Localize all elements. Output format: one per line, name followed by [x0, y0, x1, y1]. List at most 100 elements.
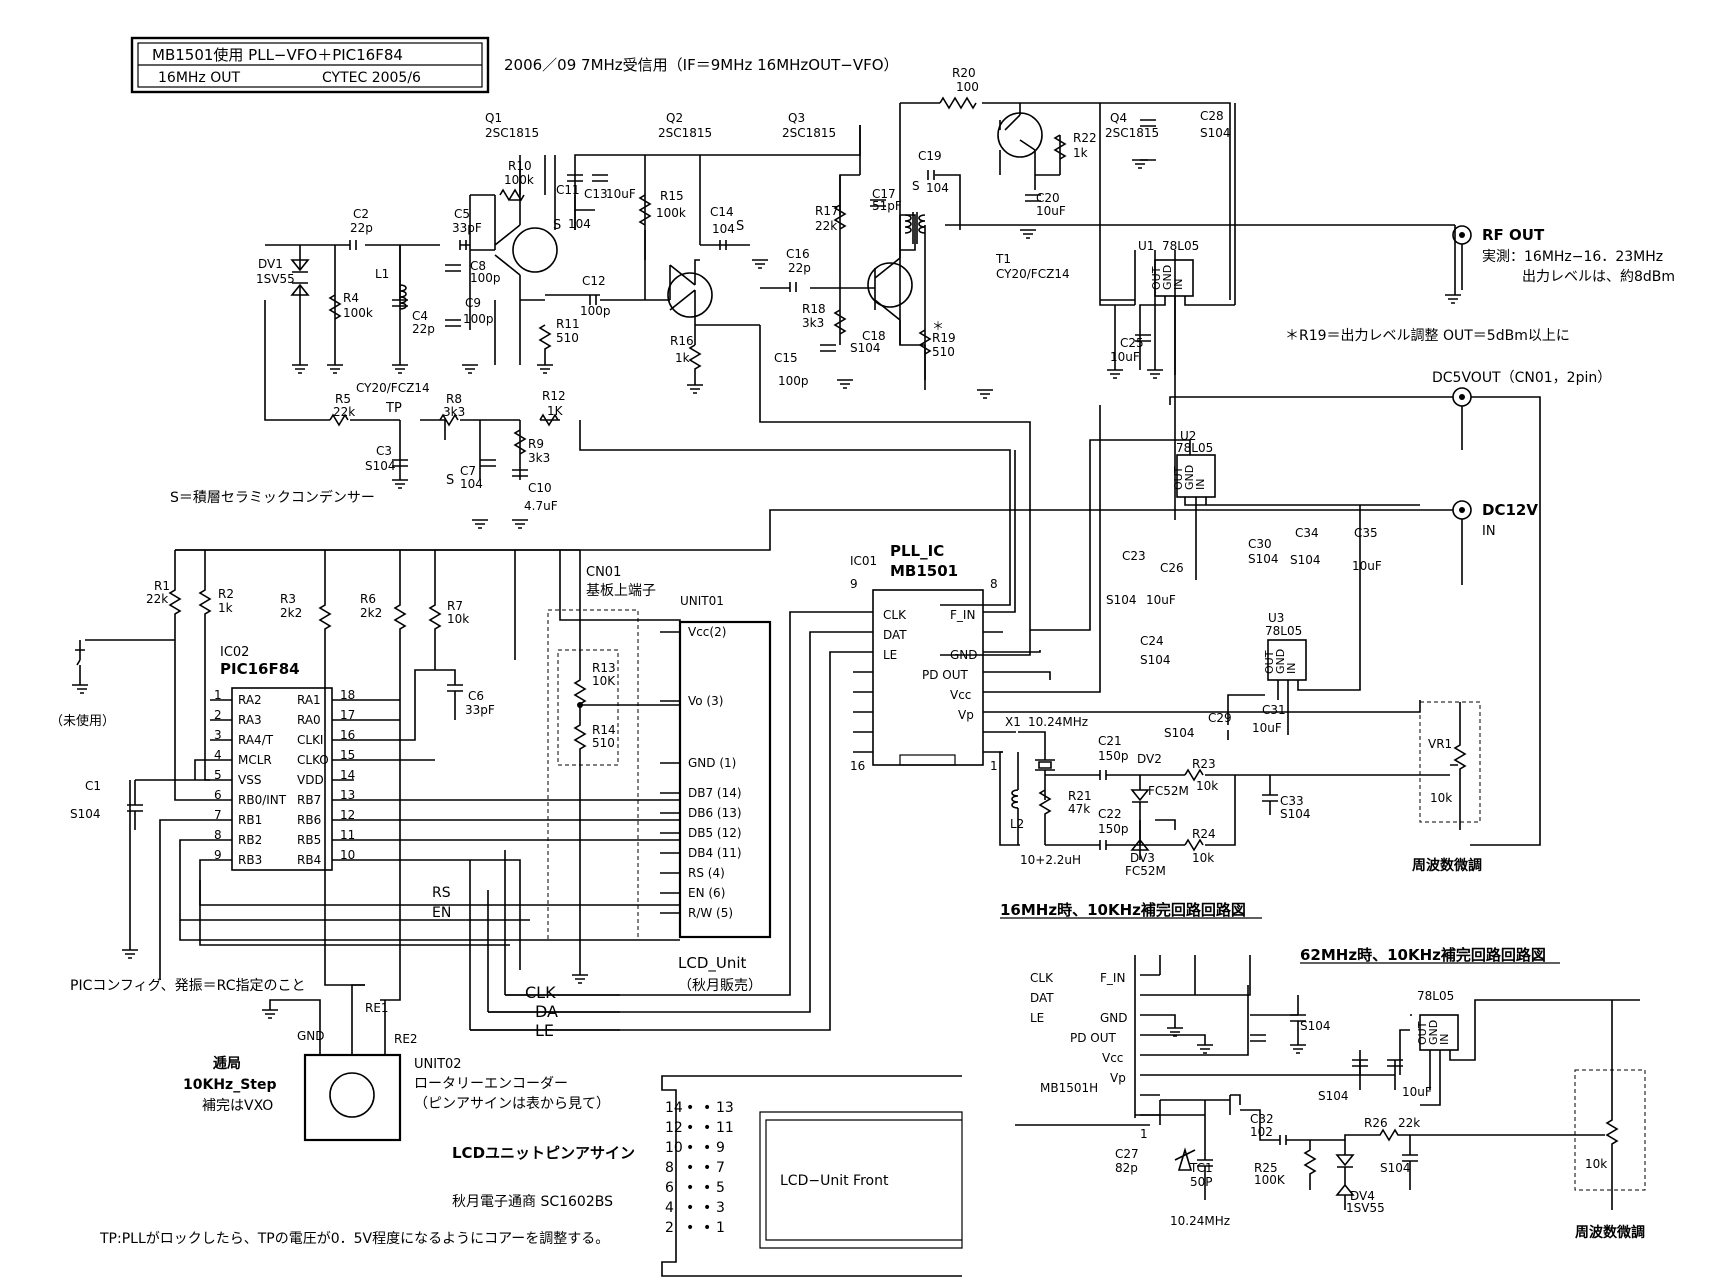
- schematic-label: R5: [335, 392, 351, 406]
- schematic-label: X1: [1005, 715, 1021, 729]
- schematic-label: UNIT01: [680, 594, 724, 608]
- schematic-label: 3k3: [443, 405, 465, 419]
- schematic-label: 10uF: [1352, 559, 1382, 573]
- schematic-label: 秋月電子通商 SC1602BS: [452, 1194, 613, 1210]
- schematic-label: CY20/FCZ14: [356, 381, 430, 395]
- lcd-pinout: LCDユニットピンアサイン 秋月電子通商 SC1602BS LCD−Unit F…: [452, 1075, 963, 1277]
- crystal-comp: X1 10.24MHz C21 150p DV2 FC52M R23 10k R…: [1000, 701, 1482, 919]
- pic-pin-number: 6: [214, 788, 222, 802]
- schematic-label: S104: [1164, 726, 1195, 740]
- schematic-label: DC12V: [1482, 501, 1538, 519]
- pinout-dot: •: [686, 1220, 694, 1236]
- pic-pin-number: 5: [214, 768, 222, 782]
- schematic-label: L2: [1010, 817, 1024, 831]
- schematic-label: LE: [1030, 1011, 1044, 1025]
- schematic-label: 100K: [1254, 1173, 1286, 1187]
- schematic-label: RE2: [394, 1032, 418, 1046]
- q1-label: Q1: [485, 111, 502, 125]
- pic-pin-number: 8: [214, 828, 222, 842]
- schematic-label: GND: [1274, 649, 1287, 674]
- schematic-label: 150p: [1098, 749, 1129, 763]
- schematic-label: 47k: [1068, 802, 1090, 816]
- schematic-label: 1k: [1073, 146, 1088, 160]
- schematic-label: CLK: [525, 983, 556, 1002]
- schematic-label: R10: [508, 159, 532, 173]
- inset-62mhz: 62MHz時、10KHz補完回路回路図 CLK DAT LE F_IN GND …: [1015, 946, 1646, 1241]
- schematic-label: 2k2: [360, 606, 382, 620]
- schematic-label: C23: [1122, 549, 1146, 563]
- pic-pin-name: RA2: [238, 693, 262, 707]
- schematic-label: IN: [1438, 1034, 1451, 1045]
- schematic-label: C8: [470, 259, 486, 273]
- schematic-label: S104: [1300, 1019, 1331, 1033]
- schematic-label: OUT: [1150, 266, 1163, 290]
- schematic-label: S: [912, 179, 920, 193]
- schematic-label: RE1: [365, 1001, 389, 1015]
- pinout-dot: •: [686, 1100, 694, 1116]
- schematic-label: 100k: [504, 173, 534, 187]
- note-tp: TP:PLLがロックしたら、TPの電圧が0．5V程度になるようにコアーを調整する…: [99, 1231, 609, 1247]
- schematic-label: 出力レベルは、約8dBm: [1522, 269, 1675, 285]
- schematic-label: 3k3: [802, 316, 824, 330]
- schematic-label: R4: [343, 291, 359, 305]
- schematic-label: 22p: [788, 261, 811, 275]
- pinout-right: 3: [716, 1200, 725, 1216]
- note-pic-config: PICコンフィグ、発振＝RC指定のこと: [70, 978, 305, 994]
- schematic-label: C6: [468, 689, 484, 703]
- schematic-label: TC1: [1189, 1161, 1213, 1175]
- schematic-label: R12: [542, 389, 566, 403]
- lcd-unit: CN01 基板上端子 UNIT01 Vcc(2)Vo (3)GND (1)DB7…: [432, 565, 772, 1040]
- schematic-label: R6: [360, 592, 376, 606]
- schematic-label: LE: [883, 648, 897, 662]
- schematic-label: 16MHz時、10KHz補完回路回路図: [1000, 901, 1246, 919]
- pic-pin-name: RB1: [238, 813, 262, 827]
- schematic-label: C9: [465, 296, 481, 310]
- schematic-label: S: [736, 219, 744, 234]
- vfo-wiring: [264, 102, 1456, 656]
- schematic-label: CY20/FCZ14: [996, 267, 1070, 281]
- schematic-label: 104: [712, 222, 735, 236]
- schematic-label: LCDユニットピンアサイン: [452, 1144, 635, 1162]
- schematic-label: MB1501: [890, 562, 958, 580]
- schematic-label: IN: [1172, 279, 1185, 290]
- schematic-label: R17: [815, 204, 839, 218]
- pic-pin-number: 3: [214, 728, 222, 742]
- schematic-label: 150p: [1098, 822, 1129, 836]
- pinout-right: 7: [716, 1160, 725, 1176]
- schematic-label: 10uF: [1146, 593, 1176, 607]
- schematic-label: FC52M: [1125, 864, 1166, 878]
- title-box: MB1501使用 PLL−VFO＋PIC16F84 16MHz OUT CYTE…: [130, 36, 490, 94]
- schematic-label: C20: [1036, 191, 1060, 205]
- schematic-label: 1k: [218, 601, 233, 615]
- schematic-label: C32: [1250, 1112, 1274, 1126]
- schematic-label: S104: [365, 459, 396, 473]
- pic-pin-name: RB6: [297, 813, 321, 827]
- schematic-label: C7: [460, 464, 476, 478]
- schematic-label: 104: [460, 477, 483, 491]
- q2-part: 2SC1815: [658, 126, 712, 140]
- schematic-label: C13: [584, 187, 608, 201]
- schematic-label: DAT: [1030, 991, 1054, 1005]
- grounds: [292, 159, 1461, 529]
- schematic-label: C30: [1248, 537, 1272, 551]
- pinout-left: 2: [665, 1220, 674, 1236]
- schematic-label: 10k: [1430, 791, 1452, 805]
- schematic-label: （未使用）: [50, 713, 115, 729]
- schematic-label: C3: [376, 444, 392, 458]
- schematic-label: 10KHz_Step: [183, 1077, 277, 1093]
- schematic-label: U3: [1268, 611, 1284, 625]
- schematic-label: IC01: [850, 554, 877, 568]
- pinout-dot: •: [703, 1200, 711, 1216]
- schematic-label: CN01: [586, 565, 621, 580]
- schematic-label: 62MHz時、10KHz補完回路回路図: [1300, 946, 1546, 964]
- schematic-label: PLL_IC: [890, 542, 944, 560]
- schematic-label: OUT: [1172, 466, 1185, 490]
- pinout-left: 12: [665, 1120, 683, 1136]
- schematic-label: GND: [1427, 1020, 1440, 1045]
- schematic-label: Vp: [1110, 1071, 1126, 1085]
- pinout-left: 8: [665, 1160, 674, 1176]
- schematic-label: S104: [1380, 1161, 1411, 1175]
- schematic-label: 100p: [463, 312, 494, 326]
- title-line-1: MB1501使用 PLL−VFO＋PIC16F84: [152, 46, 403, 64]
- schematic-label: IN: [1285, 663, 1298, 674]
